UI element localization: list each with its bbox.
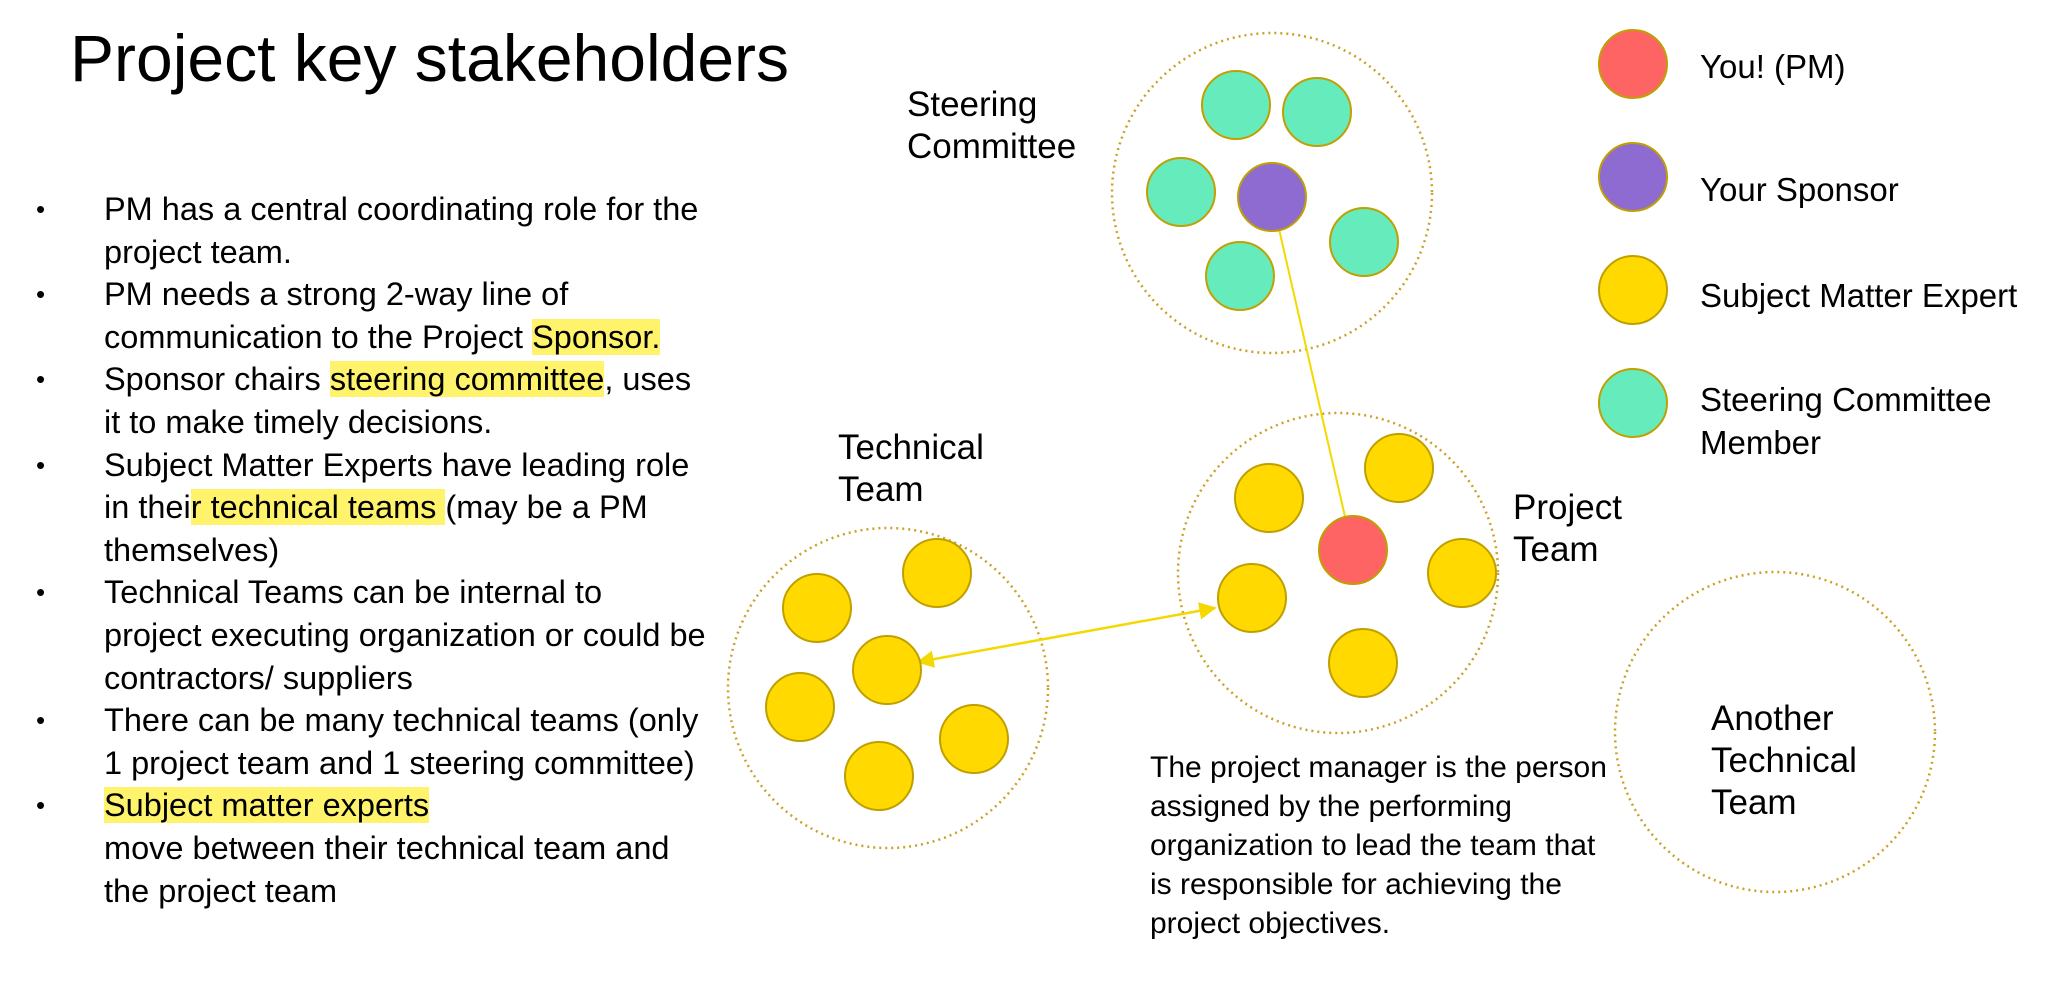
- highlighted-text: Sponsor.: [532, 318, 661, 355]
- project-team-sme: [1364, 433, 1434, 503]
- highlighted-text: steering committee: [329, 361, 605, 398]
- project-manager-member: [1318, 515, 1388, 585]
- steering-member: [1282, 77, 1352, 147]
- bullet-text: Sponsor chairs: [104, 361, 330, 398]
- project-team-sme: [1427, 538, 1497, 608]
- legend-sponsor-label: Your Sponsor: [1700, 171, 1899, 208]
- another-technical-team-group: [1613, 570, 1937, 894]
- technical-team-sme: [782, 573, 852, 643]
- legend-sme-swatch: [1598, 255, 1668, 325]
- technical-team-sme: [939, 704, 1009, 774]
- bullet-item: • PM has a central coordinating role for …: [36, 188, 706, 273]
- steering-member: [1146, 157, 1216, 227]
- bullet-item: • Sponsor chairs steering committee, uses…: [36, 358, 706, 443]
- project-team-sme: [1217, 563, 1287, 633]
- legend-pm-swatch: [1598, 29, 1668, 99]
- legend-committee-swatch: [1598, 368, 1668, 438]
- bullet-text: PM needs a strong 2-way line of communic…: [104, 276, 569, 355]
- bullet-text: move between their technical team and th…: [104, 829, 670, 909]
- technical-team-sme: [902, 538, 972, 608]
- bullet-item: • PM needs a strong 2-way line of communi…: [36, 273, 706, 358]
- bullet-text: There can be many technical teams (only …: [104, 702, 699, 781]
- highlighted-text: Subject matter experts: [104, 787, 430, 824]
- project-team-sme: [1234, 463, 1304, 533]
- bullet-dot: •: [36, 790, 46, 821]
- slide-title: Project key stakeholders: [70, 21, 790, 95]
- technical-team-sme: [765, 672, 835, 742]
- project-manager-definition: The project manager is the person assign…: [1150, 751, 1607, 940]
- bullet-text: , uses it to make timely decisions.: [104, 361, 692, 440]
- sponsor-pm-line: [1278, 228, 1347, 522]
- bullet-text: PM has a central coordinating role for t…: [104, 191, 699, 270]
- bullet-item: • Technical Teams can be internal to proj…: [36, 571, 706, 699]
- project-team-sme: [1328, 628, 1398, 698]
- steering-member: [1205, 241, 1275, 311]
- bullet-dot: •: [36, 194, 46, 224]
- bullet-text: Technical Teams can be internal to proje…: [104, 574, 706, 696]
- bullet-dot: •: [36, 705, 46, 736]
- bullet-text: Subject Matter Experts have leading role…: [104, 446, 690, 526]
- legend-sme-label: Subject Matter Expert: [1700, 277, 2018, 314]
- bullet-item: • Subject Matter Experts have leading rol…: [36, 444, 706, 572]
- bullet-dot: •: [36, 364, 46, 395]
- bullet-text: (may be a PM themselves): [104, 489, 648, 568]
- steering-member: [1201, 70, 1271, 140]
- sme-movement-arrow: [916, 602, 1217, 668]
- highlighted-text: r technical teams: [190, 489, 446, 526]
- bullet-item: • Subject matter experts move between the…: [36, 784, 706, 912]
- technical-team-group: [726, 526, 1050, 850]
- sponsor-member: [1237, 162, 1307, 232]
- bullet-item: • There can be many technical teams (only…: [36, 699, 706, 784]
- technical-team-sme: [852, 635, 922, 705]
- project-team-group: [1176, 411, 1500, 735]
- steering-committee-group: [1110, 31, 1434, 355]
- bullet-dot: •: [36, 577, 46, 608]
- steering-member: [1329, 207, 1399, 277]
- bullet-dot: •: [36, 279, 46, 310]
- legend-pm-label: You! (PM): [1700, 48, 1846, 85]
- stakeholder-bullet-list: • PM has a central coordinating role for …: [36, 188, 706, 912]
- bullet-dot: •: [36, 449, 46, 480]
- technical-team-sme: [844, 741, 914, 811]
- legend-sponsor-swatch: [1598, 142, 1668, 212]
